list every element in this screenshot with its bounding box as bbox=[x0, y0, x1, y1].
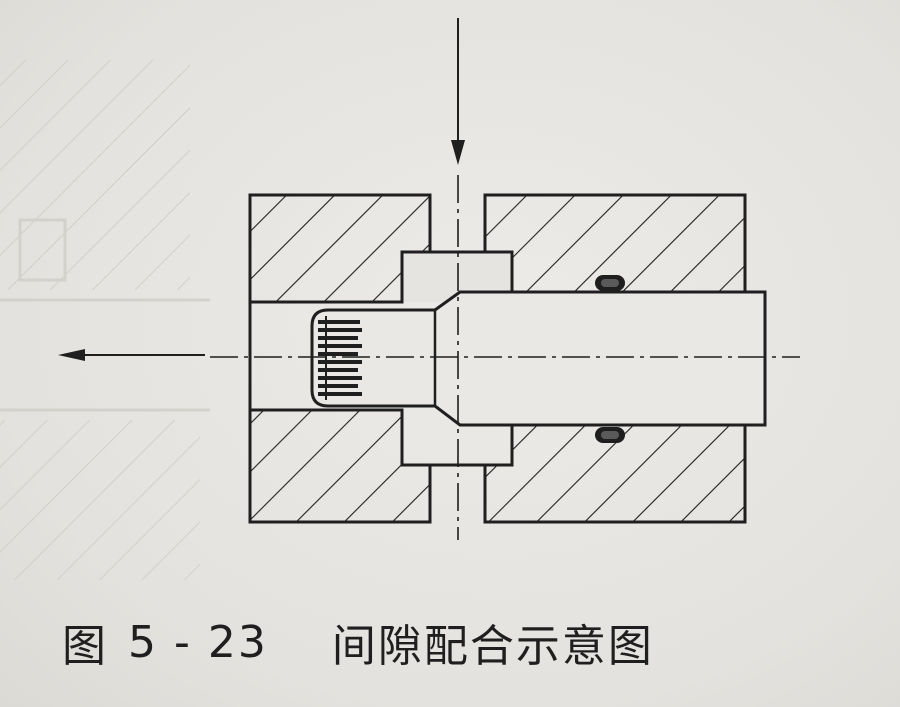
caption-number: 5 - 23 bbox=[128, 616, 268, 668]
caption-figure-word: 图 bbox=[62, 621, 108, 672]
clearance-fit-diagram bbox=[0, 18, 800, 580]
figure-caption: 图 5 - 23 间隙配合示意图 bbox=[62, 612, 654, 673]
show-through-background bbox=[0, 60, 210, 580]
seal-ring bbox=[595, 275, 625, 443]
left-arrow-icon bbox=[58, 349, 205, 361]
center-lines bbox=[210, 175, 800, 540]
caption-title: 间隙配合示意图 bbox=[331, 621, 654, 672]
port-channel bbox=[400, 195, 514, 522]
down-arrow-icon bbox=[451, 18, 465, 165]
spool bbox=[310, 290, 767, 427]
